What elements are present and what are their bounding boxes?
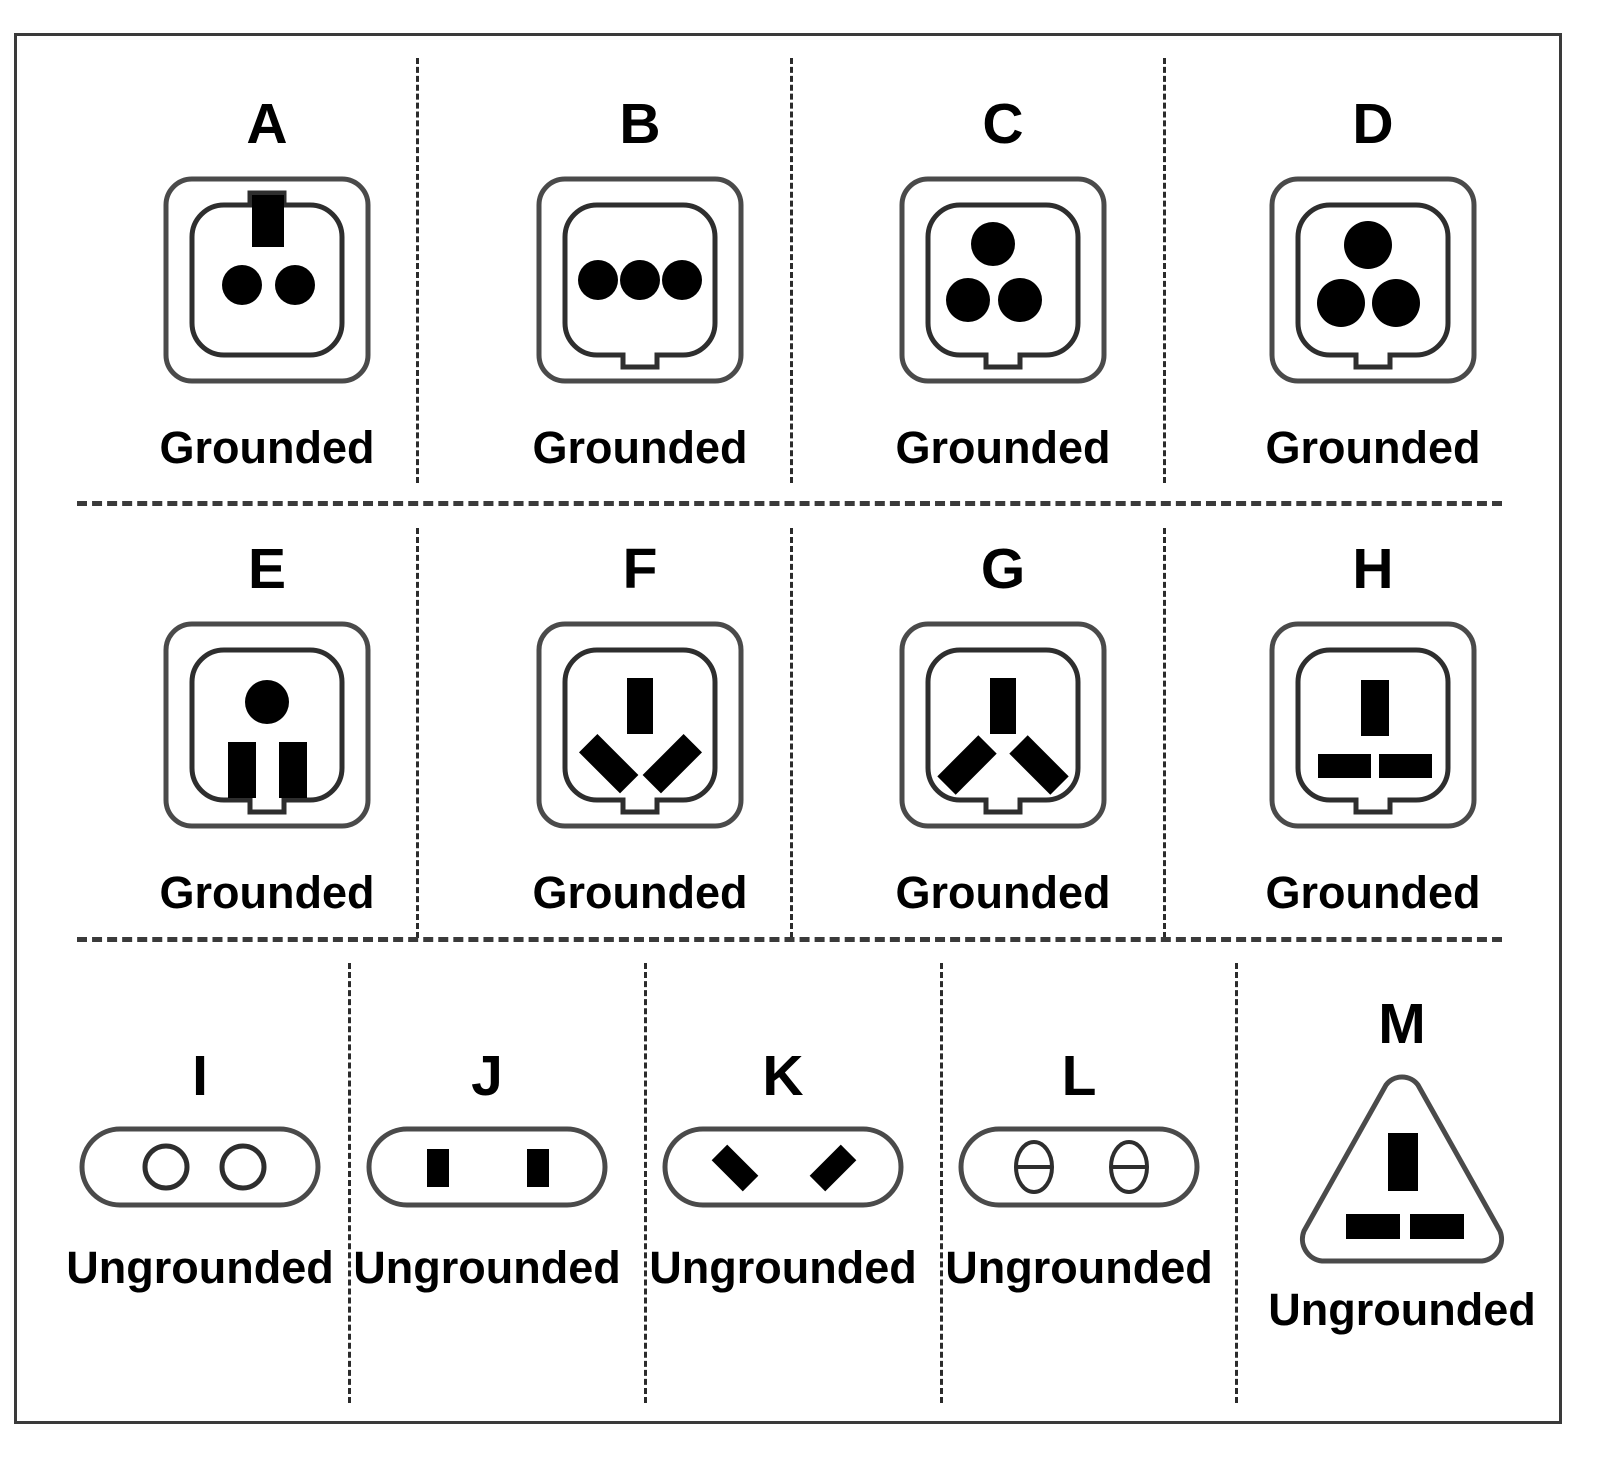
vertical-divider-r3-2 bbox=[644, 963, 647, 1403]
plug-cell-j: J Ungrounded bbox=[353, 1044, 620, 1291]
plug-caption-e: Grounded bbox=[159, 867, 375, 918]
plug-cell-h: H Grounded bbox=[1253, 537, 1493, 918]
socket-icon-j bbox=[365, 1125, 609, 1209]
plug-letter-g: G bbox=[980, 537, 1026, 601]
socket-icon-a bbox=[162, 175, 372, 385]
plug-letter-f: F bbox=[622, 537, 658, 601]
plug-cell-a: A Grounded bbox=[147, 92, 387, 473]
socket-icon-m bbox=[1286, 1071, 1518, 1271]
plug-caption-i: Ungrounded bbox=[66, 1242, 334, 1293]
plug-cell-b: B Grounded bbox=[520, 92, 760, 473]
vertical-divider-r2-1 bbox=[416, 528, 419, 938]
socket-icon-g bbox=[898, 620, 1108, 830]
plug-caption-h: Grounded bbox=[1265, 867, 1481, 918]
plug-letter-c: C bbox=[982, 92, 1024, 156]
vertical-divider-r1-2 bbox=[790, 58, 793, 483]
vertical-divider-r2-2 bbox=[790, 528, 793, 938]
socket-icon-k bbox=[661, 1125, 905, 1209]
socket-icon-l bbox=[957, 1125, 1201, 1209]
vertical-divider-r1-3 bbox=[1163, 58, 1166, 483]
plug-cell-m: M Ungrounded bbox=[1257, 992, 1547, 1335]
plug-cell-f: F Grounded bbox=[520, 537, 760, 918]
plug-letter-j: J bbox=[471, 1044, 503, 1108]
plug-letter-l: L bbox=[1061, 1044, 1097, 1108]
horizontal-divider-2 bbox=[77, 937, 1502, 942]
plug-cell-d: D Grounded bbox=[1253, 92, 1493, 473]
plug-caption-c: Grounded bbox=[895, 422, 1111, 473]
plug-caption-b: Grounded bbox=[532, 422, 748, 473]
plug-caption-l: Ungrounded bbox=[945, 1242, 1213, 1293]
plug-cell-l: L Ungrounded bbox=[945, 1044, 1212, 1291]
plug-cell-c: C Grounded bbox=[883, 92, 1123, 473]
plug-letter-m: M bbox=[1378, 992, 1426, 1056]
plug-caption-a: Grounded bbox=[159, 422, 375, 473]
plug-caption-m: Ungrounded bbox=[1268, 1284, 1536, 1335]
plug-caption-k: Ungrounded bbox=[649, 1242, 917, 1293]
plug-types-chart-frame: A Grounded B Grounded C bbox=[14, 33, 1562, 1424]
plug-caption-f: Grounded bbox=[532, 867, 748, 918]
vertical-divider-r1-1 bbox=[416, 58, 419, 483]
plug-letter-e: E bbox=[247, 537, 287, 601]
vertical-divider-r2-3 bbox=[1163, 528, 1166, 938]
socket-icon-h bbox=[1268, 620, 1478, 830]
plug-cell-k: K Ungrounded bbox=[649, 1044, 916, 1291]
socket-icon-i bbox=[78, 1125, 322, 1209]
plug-cell-i: I Ungrounded bbox=[66, 1044, 333, 1291]
vertical-divider-r3-3 bbox=[940, 963, 943, 1403]
plug-caption-j: Ungrounded bbox=[353, 1242, 621, 1293]
plug-caption-g: Grounded bbox=[895, 867, 1111, 918]
vertical-divider-r3-1 bbox=[348, 963, 351, 1403]
plug-caption-d: Grounded bbox=[1265, 422, 1481, 473]
plug-letter-h: H bbox=[1352, 537, 1394, 601]
socket-icon-c bbox=[898, 175, 1108, 385]
socket-icon-f bbox=[535, 620, 745, 830]
vertical-divider-r3-4 bbox=[1235, 963, 1238, 1403]
horizontal-divider-1 bbox=[77, 501, 1502, 506]
plug-cell-e: E Grounded bbox=[147, 537, 387, 918]
plug-letter-k: K bbox=[762, 1044, 804, 1108]
plug-letter-a: A bbox=[246, 92, 288, 156]
socket-icon-e bbox=[162, 620, 372, 830]
plug-letter-d: D bbox=[1352, 92, 1394, 156]
plug-letter-i: I bbox=[192, 1044, 208, 1108]
plug-letter-b: B bbox=[619, 92, 661, 156]
plug-cell-g: G Grounded bbox=[883, 537, 1123, 918]
socket-icon-b bbox=[535, 175, 745, 385]
socket-icon-d bbox=[1268, 175, 1478, 385]
